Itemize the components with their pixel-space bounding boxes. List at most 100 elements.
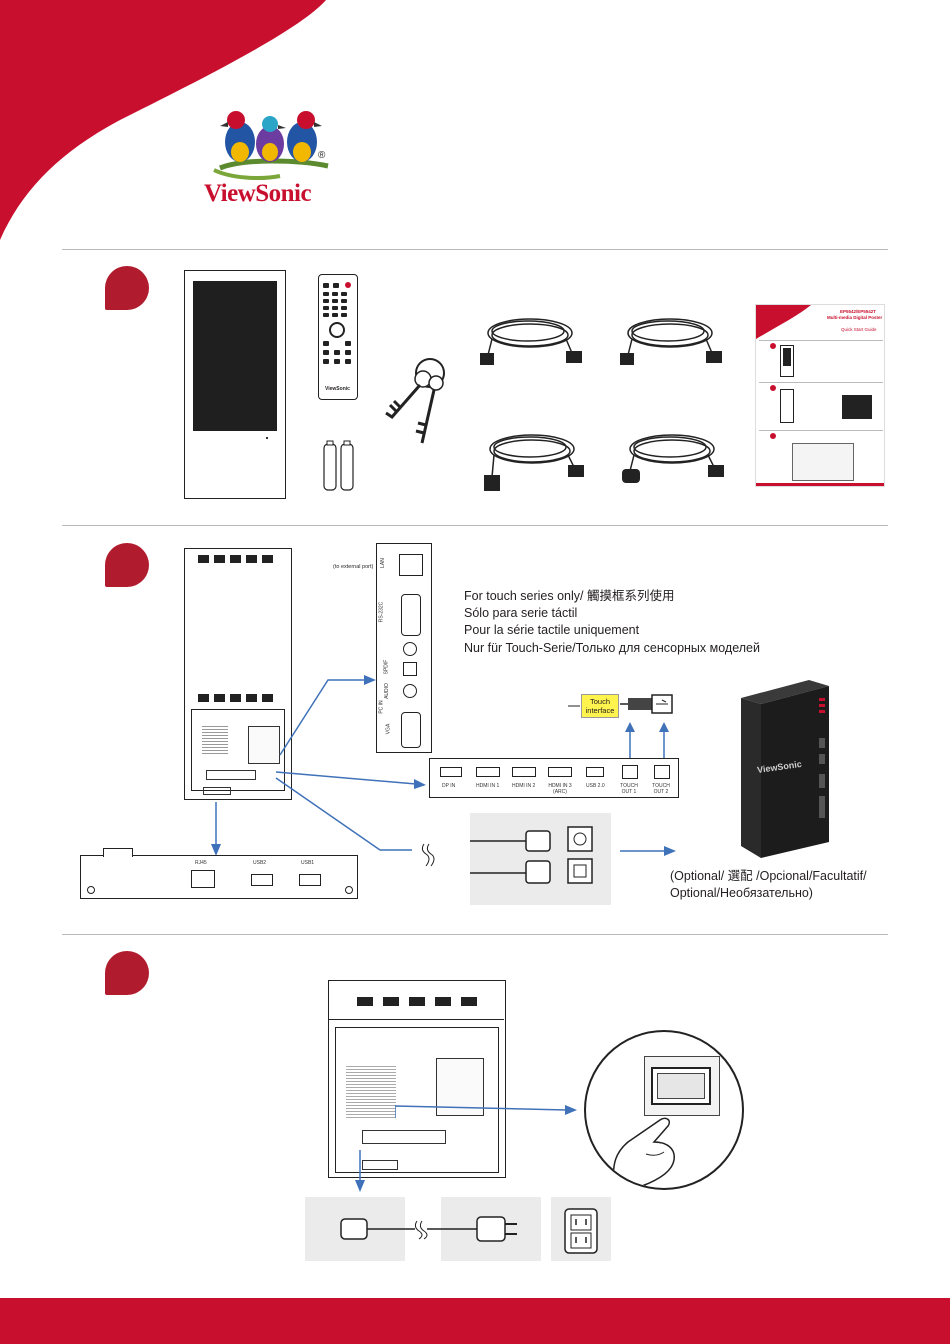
- remote-brand-label: ViewSonic: [325, 386, 350, 392]
- birds-logo-icon: [213, 111, 329, 180]
- hdmi2-port-icon: [512, 767, 536, 777]
- touch-note-es: Sólo para serie táctil: [464, 606, 578, 620]
- usb1-port-icon: [299, 874, 321, 886]
- closeup-io-strip: [362, 1130, 446, 1144]
- batteries-icon: [323, 440, 354, 491]
- quick-start-guide-thumbnail: EP5542/EP5542T Multi-media Digital Poste…: [755, 304, 885, 487]
- divider-2: [62, 525, 888, 526]
- rj45-port-icon: [191, 870, 215, 888]
- display-front-illustration: [184, 270, 286, 499]
- step-1-badge: [105, 266, 149, 310]
- display-rear-closeup: [328, 980, 506, 1178]
- bottom-port-bracket: RJ45 USB2 USB1: [80, 848, 358, 899]
- media-board: [248, 726, 280, 764]
- power-led: [266, 437, 268, 439]
- usb-cable-icon: [568, 694, 673, 714]
- rear-closeup-bay: [335, 1027, 499, 1173]
- headphone-jack-icon: [403, 642, 417, 656]
- hdmi3-port-icon: [548, 767, 572, 777]
- power-cord-uk-icon: [484, 434, 584, 491]
- qsg-subtitle: Quick Start Guide: [841, 327, 877, 332]
- touch-out2-port-icon: [654, 765, 670, 779]
- port-label-touch1: TOUCH OUT 1: [620, 783, 638, 795]
- registered-mark: ®: [318, 150, 326, 161]
- remote-control-illustration: ViewSonic: [318, 274, 358, 400]
- port-label-dp: DP IN: [442, 783, 456, 789]
- speaker-grille: [202, 724, 228, 754]
- rear-panel-bay: [191, 709, 285, 791]
- bottom-port-label-usb2: USB2: [253, 860, 267, 866]
- plug-cable-icon: [340, 1216, 517, 1242]
- spdif-port-icon: [403, 662, 417, 676]
- power-cable-arrow: [355, 1150, 365, 1192]
- port-label-usb: USB 2.0: [586, 783, 605, 789]
- switch-housing: [644, 1056, 720, 1116]
- closeup-power-inlet: [362, 1160, 398, 1170]
- port-strip: DP IN HDMI IN 1 HDMI IN 2 HDMI IN 3 (ARC…: [429, 758, 679, 798]
- qsg-title: Multi-media Digital Poster: [827, 315, 883, 320]
- touch-note-en: For touch series only/ 觸摸框系列使用: [464, 589, 675, 603]
- power-cord-au-icon: [620, 318, 722, 365]
- bottom-port-label-usb1: USB1: [301, 860, 315, 866]
- wall-outlet-panel: [551, 1197, 611, 1261]
- mini-pc-illustration: ViewSonic: [735, 678, 835, 868]
- step-2-badge: [105, 543, 149, 587]
- brand-wordmark: ViewSonic: [204, 180, 312, 207]
- io-label-lan: LAN: [379, 558, 386, 568]
- wall-outlet-icon: [564, 1208, 598, 1254]
- power-cable-panel: [440, 813, 611, 905]
- plug-panel: [305, 1197, 541, 1261]
- io-side-panel: LAN RS-232C SPDIF AUDIO VGA PC IN: [376, 543, 432, 753]
- display-screen: [193, 281, 277, 431]
- connection-arrows: [211, 675, 426, 856]
- port-label-touch2: TOUCH OUT 2: [652, 783, 670, 795]
- power-switch-magnifier: [584, 1030, 744, 1190]
- hand-pointer-icon: [612, 1117, 675, 1187]
- footer-band: [0, 1298, 950, 1344]
- mini-pc-icon: [741, 680, 829, 858]
- external-port-note: (to external port): [333, 564, 374, 570]
- remote-buttons-icon: [323, 282, 351, 364]
- bottom-port-strip: [203, 787, 231, 795]
- io-strip: [206, 770, 256, 780]
- closeup-media-board: [436, 1058, 484, 1116]
- closeup-speaker-grille: [346, 1064, 396, 1118]
- vga-port-icon: [401, 712, 421, 748]
- usb-port-icon: [586, 767, 604, 777]
- optional-note: (Optional/ 選配 /Opcional/Facultatif/ Opti…: [670, 868, 867, 902]
- bottom-port-label-rj45: RJ45: [195, 860, 207, 866]
- dp-port-icon: [440, 767, 462, 777]
- port-label-hdmi3: HDMI IN 3 (ARC): [548, 783, 572, 795]
- qsg-header: EP5542/EP5542T: [840, 309, 877, 314]
- step-3-badge: [105, 951, 149, 995]
- rs232-port-icon: [401, 594, 421, 636]
- io-label-rs232: RS-232C: [378, 601, 385, 623]
- touch-out1-port-icon: [622, 765, 638, 779]
- divider-3: [62, 934, 888, 935]
- touch-arrows: [625, 722, 669, 762]
- cable-break-icon: [421, 843, 435, 867]
- switch-arrow: [395, 1105, 577, 1118]
- optional-note-line-1: (Optional/ 選配 /Opcional/Facultatif/: [670, 869, 867, 883]
- hdmi1-port-icon: [476, 767, 500, 777]
- touch-note-de-ru: Nur für Touch-Serie/Только для сенсорных…: [464, 641, 760, 655]
- power-cord-us-icon: [480, 318, 582, 365]
- display-rear-illustration: [184, 548, 292, 800]
- audio-jack-icon: [403, 684, 417, 698]
- touch-note-fr: Pour la série tactile uniquement: [464, 623, 640, 637]
- corner-decoration: [0, 0, 326, 240]
- keys-icon: [385, 358, 445, 444]
- usb2-port-icon: [251, 874, 273, 886]
- qsg-red-wedge: [756, 305, 811, 339]
- power-rocker-switch: [651, 1067, 711, 1105]
- to-pc-arrow: [620, 846, 676, 856]
- port-label-hdmi1: HDMI IN 1: [476, 783, 500, 789]
- port-label-hdmi2: HDMI IN 2: [512, 783, 536, 789]
- power-cord-eu-icon: [622, 434, 724, 483]
- power-plugs-icon: [440, 826, 593, 884]
- optional-note-line-2: Optional/Необязательно): [670, 886, 813, 900]
- divider-1: [62, 249, 888, 250]
- lan-port-icon: [399, 554, 423, 576]
- viewsonic-logo: ® ViewSonic: [200, 100, 350, 212]
- touch-interface-label: Touch interface: [581, 694, 619, 718]
